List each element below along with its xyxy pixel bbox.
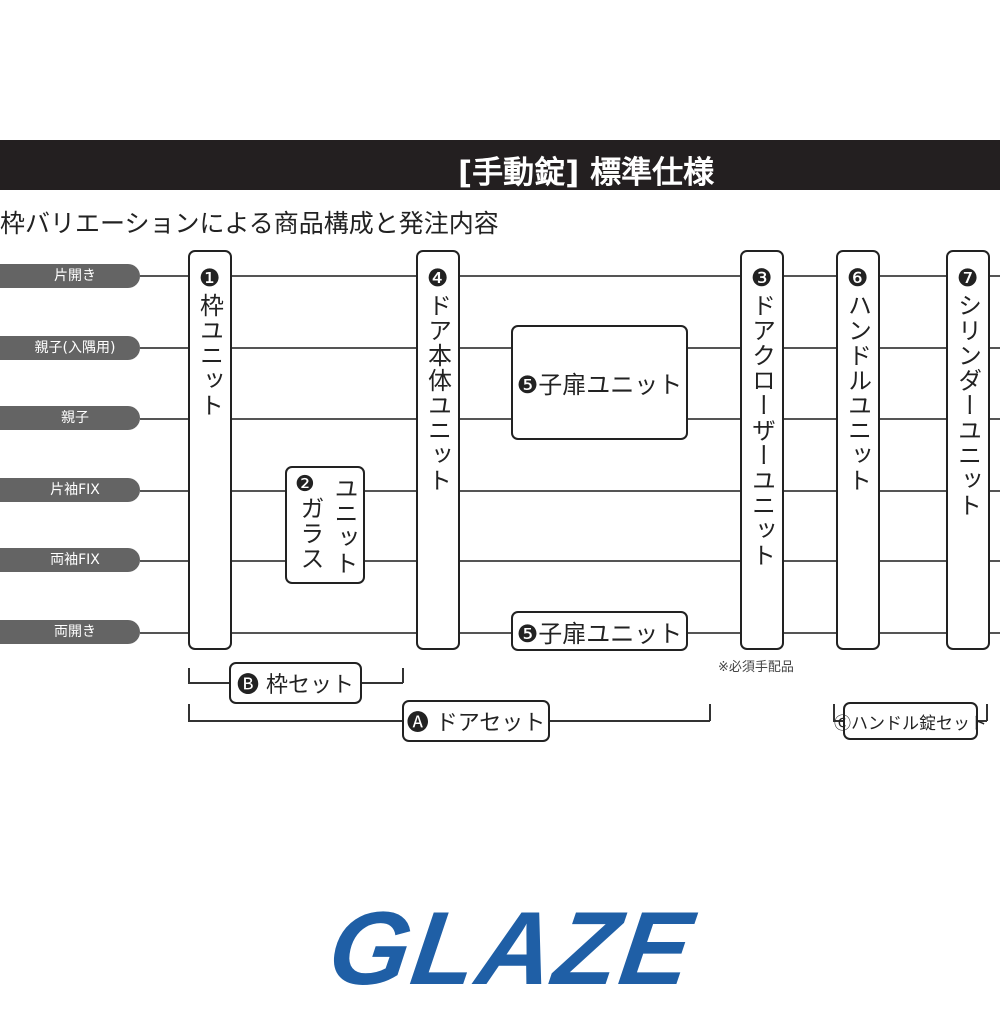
row-label: 両開き <box>0 620 140 644</box>
door-set-text: 🅐 ドアセット <box>406 711 546 736</box>
door-unit: ❹ドア本体ユニット <box>416 250 460 650</box>
bracket <box>709 704 711 721</box>
closer-unit: ❸ドアクローザーユニット <box>740 250 784 650</box>
handle-set-label: Ⓒハンドル錠セット <box>834 702 987 740</box>
row-line <box>140 490 1000 492</box>
row-label: 両袖FIX <box>0 548 140 572</box>
closer-unit-label: ❸ドアクローザーユニット <box>747 264 776 568</box>
bracket <box>986 704 988 721</box>
handle-set-text: Ⓒハンドル錠セット <box>834 713 987 734</box>
child-door-unit-label: ❺子扉ユニット <box>516 619 683 648</box>
row-label: 親子 <box>0 406 140 430</box>
bracket <box>188 704 190 721</box>
row-label: 片袖FIX <box>0 478 140 502</box>
bracket <box>402 668 404 683</box>
cylinder-unit-label: ❼シリンダーユニット <box>953 264 982 518</box>
frame-unit: ❶枠ユニット <box>188 250 232 650</box>
bracket <box>833 704 835 721</box>
child-door-unit: ❺子扉ユニット <box>511 325 688 440</box>
row-line <box>140 275 1000 277</box>
handle-unit: ❻ハンドルユニット <box>836 250 880 650</box>
bracket <box>188 668 190 683</box>
required-note: ※必須手配品 <box>718 660 794 675</box>
subtitle: 枠バリエーションによる商品構成と発注内容 <box>0 209 499 238</box>
cylinder-unit: ❼シリンダーユニット <box>946 250 990 650</box>
door-unit-label: ❹ドア本体ユニット <box>423 264 452 493</box>
child-door-unit-label: ❺子扉ユニット <box>516 371 683 399</box>
header-bar: [手動錠] 標準仕様 <box>0 140 1000 191</box>
door-set-label: 🅐 ドアセット <box>402 700 550 742</box>
row-line <box>140 560 1000 562</box>
row-label: 親子(入隅用) <box>0 336 140 360</box>
glass-unit-label-a: ガラス <box>296 496 324 571</box>
child-door-unit-double: ❺子扉ユニット <box>511 611 688 651</box>
frame-set-label: 🅑 枠セット <box>229 662 362 704</box>
glass-unit-label-b: ユニット <box>330 476 358 576</box>
frame-unit-label: ❶枠ユニット <box>195 264 224 418</box>
glass-unit: ❷ ガラス ユニット <box>285 466 365 584</box>
row-label: 片開き <box>0 264 140 288</box>
glass-unit-number: ❷ <box>295 472 315 497</box>
handle-unit-label: ❻ハンドルユニット <box>843 264 872 493</box>
page-title: [手動錠] 標準仕様 <box>458 155 715 191</box>
frame-set-text: 🅑 枠セット <box>237 673 354 698</box>
glaze-logo: GLAZE <box>321 891 701 1007</box>
